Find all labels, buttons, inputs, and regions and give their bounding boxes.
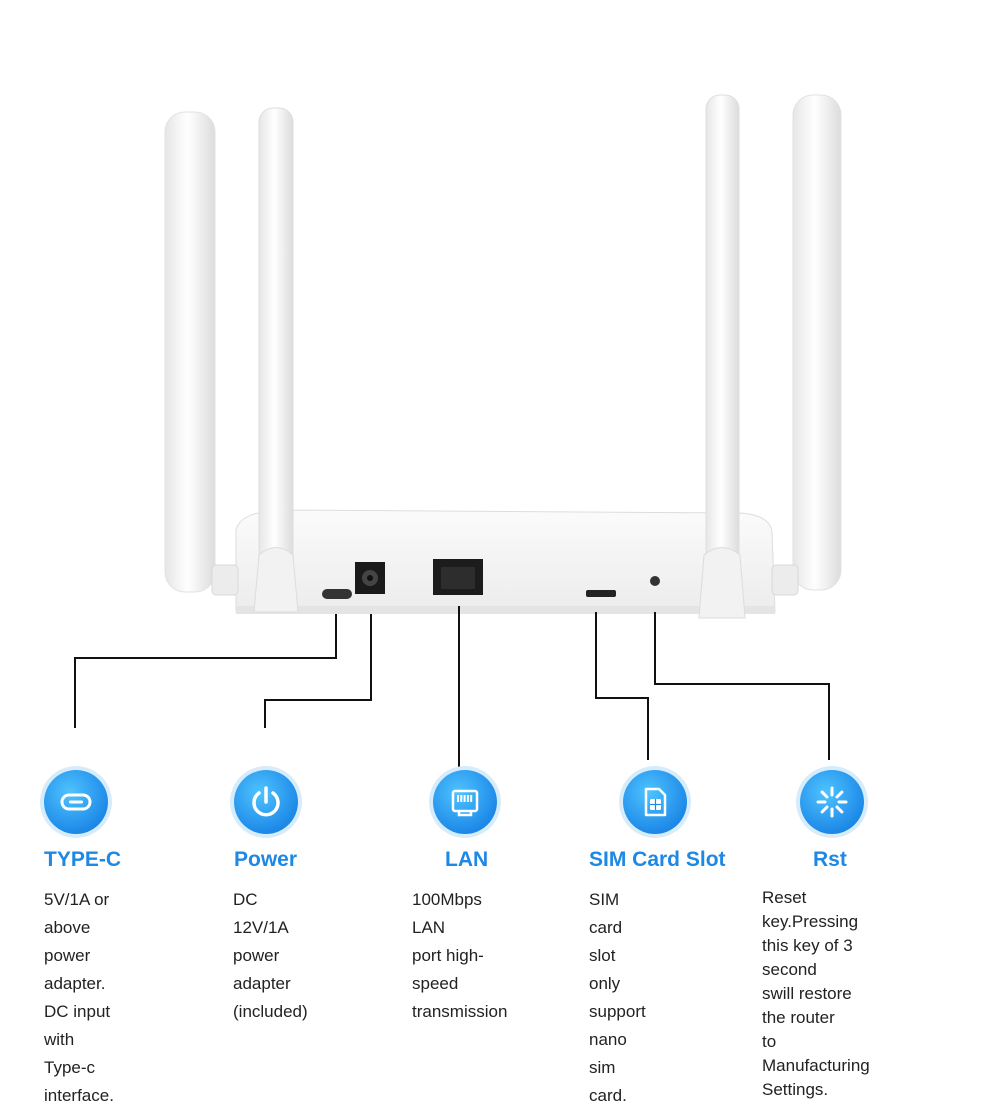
hinge-left: [211, 564, 239, 596]
feature-title: SIM Card Slot: [589, 848, 726, 871]
feature-description: 100Mbps LAN port high-speed transmission: [412, 890, 508, 1021]
leader-line-sim: [595, 612, 649, 760]
antenna-right-back: [792, 94, 842, 591]
diagram: TYPE-C 5V/1A or above power adapter. DC …: [44, 94, 870, 1105]
leader-line-typec: [74, 614, 337, 728]
leader-line-rst: [654, 612, 830, 760]
feature-title: TYPE-C: [44, 848, 122, 871]
antenna-left-back: [164, 111, 216, 593]
usb-c-icon: [44, 770, 108, 834]
feature-title: Rst: [813, 848, 847, 871]
antenna-left-front-base: [253, 547, 299, 613]
router-base: [236, 606, 775, 614]
reset-icon: [800, 770, 864, 834]
feature-description: 5V/1A or above power adapter. DC input w…: [44, 890, 114, 1105]
sim-card-icon: [623, 770, 687, 834]
type-c-port: [322, 589, 352, 599]
reset-button: [650, 576, 660, 586]
ethernet-port-icon: [433, 770, 497, 834]
hinge-right: [771, 564, 799, 596]
feature-description: SIM card slot only support nano sim card…: [589, 890, 646, 1105]
leader-lines: [74, 606, 830, 770]
antenna-right-front: [705, 94, 740, 576]
leader-line-power: [264, 614, 372, 728]
feature-description: DC 12V/1A power adapter (included): [233, 890, 308, 1021]
sim-card-slot: [586, 590, 616, 597]
feature-description: Reset key.Pressing this key of 3 second …: [762, 888, 870, 1099]
power-icon: [234, 770, 298, 834]
feature-title: LAN: [445, 848, 489, 871]
router-illustration: [74, 94, 842, 770]
feature-title: Power: [234, 848, 298, 871]
antenna-right-front-base: [698, 547, 746, 619]
router-body: [235, 509, 776, 613]
antenna-left-front: [258, 107, 294, 579]
